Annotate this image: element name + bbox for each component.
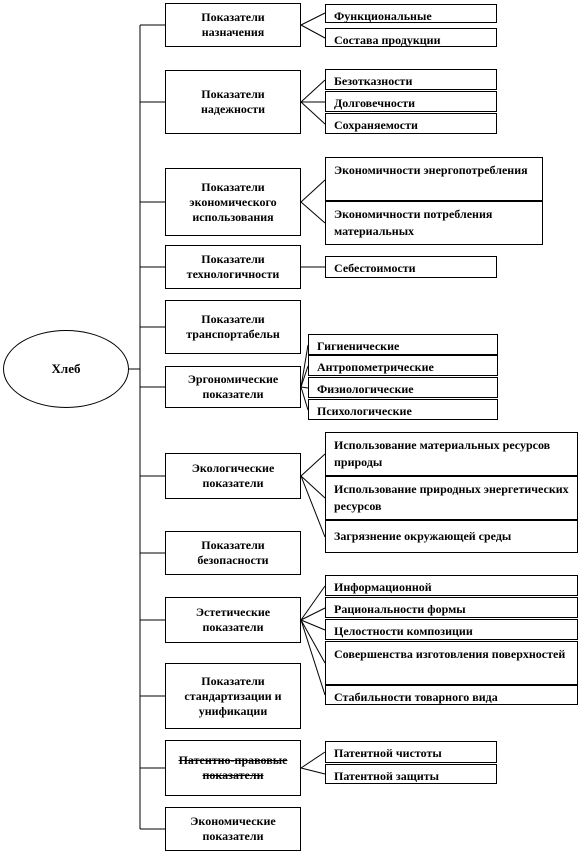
connector <box>300 767 326 775</box>
group-ergonomic: Эргономические показатели <box>165 366 301 408</box>
connector <box>300 607 326 621</box>
root-node: Хлеб <box>3 330 129 408</box>
connector <box>300 453 326 477</box>
leaf-failure-free: Безотказности <box>325 69 497 90</box>
leaf-cost: Себестоимости <box>325 256 497 278</box>
connector <box>300 201 326 224</box>
group-label: Показатели безопасности <box>197 538 269 567</box>
leaf-anthropometric: Антропометрические <box>308 355 498 376</box>
connector <box>300 619 326 631</box>
group-label: Экономические показатели <box>190 814 276 843</box>
leaf-preservability: Сохраняемости <box>325 113 497 134</box>
leaf-form-rationality: Рациональности формы <box>325 597 578 618</box>
connector <box>300 619 326 664</box>
connector <box>300 585 326 621</box>
group-manufacturability: Показатели технологичности <box>165 245 301 289</box>
connector <box>300 12 326 26</box>
leaf-patent-purity: Патентной чистоты <box>325 741 497 763</box>
group-label: Эстетические показатели <box>195 605 271 634</box>
group-label: Показатели экономического использования <box>189 179 277 224</box>
connector <box>300 619 326 696</box>
leaf-product-composition: Состава продукции <box>325 28 497 47</box>
connector <box>300 475 326 538</box>
leaf-material-economy: Экономичности потребления материальных <box>325 201 543 245</box>
group-purpose: Показатели назначения <box>165 3 301 47</box>
group-standardization: Показатели стандартизации и унификации <box>165 663 301 729</box>
leaf-material-resources: Использование материальных ресурсов прир… <box>325 432 578 476</box>
connector <box>300 344 309 388</box>
connector <box>300 386 309 411</box>
group-reliability: Показатели надежности <box>165 70 301 134</box>
leaf-psychological: Психологические <box>308 399 498 420</box>
group-transportability: Показатели транспортабельн <box>165 300 301 354</box>
group-label: Эргономические показатели <box>187 372 279 401</box>
group-ecological: Экологические показатели <box>165 453 301 499</box>
connector <box>300 179 326 203</box>
connector <box>300 79 326 103</box>
leaf-composition-integrity: Целостности композиции <box>325 619 578 640</box>
connector <box>300 365 309 388</box>
group-economic-use: Показатели экономического использования <box>165 168 301 236</box>
leaf-pollution: Загрязнение окружающей среды <box>325 520 578 553</box>
connector <box>300 475 326 499</box>
connector <box>300 101 326 125</box>
group-label: Показатели надежности <box>200 87 266 116</box>
group-label: Показатели стандартизации и унификации <box>184 673 282 718</box>
group-label: Экологические показатели <box>191 461 275 490</box>
group-safety: Показатели безопасности <box>165 531 301 575</box>
group-economic: Экономические показатели <box>165 807 301 851</box>
group-label: Показатели транспортабельн <box>186 312 280 341</box>
leaf-energy-economy: Экономичности энергопотребления <box>325 157 543 201</box>
leaf-durability: Долговечности <box>325 91 497 112</box>
leaf-patent-protection: Патентной защиты <box>325 764 497 784</box>
group-label: Показатели технологичности <box>186 252 280 281</box>
connector <box>300 386 309 389</box>
leaf-physiological: Физиологические <box>308 377 498 398</box>
leaf-informational: Информационной <box>325 575 578 596</box>
leaf-surface-finish: Совершенства изготовления поверхностей <box>325 641 578 685</box>
group-label: Патентно-правовые показатели <box>178 753 288 782</box>
root-label: Хлеб <box>51 361 81 376</box>
leaf-energy-resources: Использование природных энергетических р… <box>325 476 578 520</box>
connector <box>300 751 326 769</box>
leaf-appearance-stability: Стабильности товарного вида <box>325 685 578 705</box>
connector <box>300 24 326 39</box>
group-patent: Патентно-правовые показатели <box>165 740 301 796</box>
leaf-hygienic: Гигиенические <box>308 334 498 355</box>
group-aesthetic: Эстетические показатели <box>165 597 301 643</box>
group-label: Показатели назначения <box>201 10 265 39</box>
leaf-functional: Функциональные <box>325 4 497 23</box>
